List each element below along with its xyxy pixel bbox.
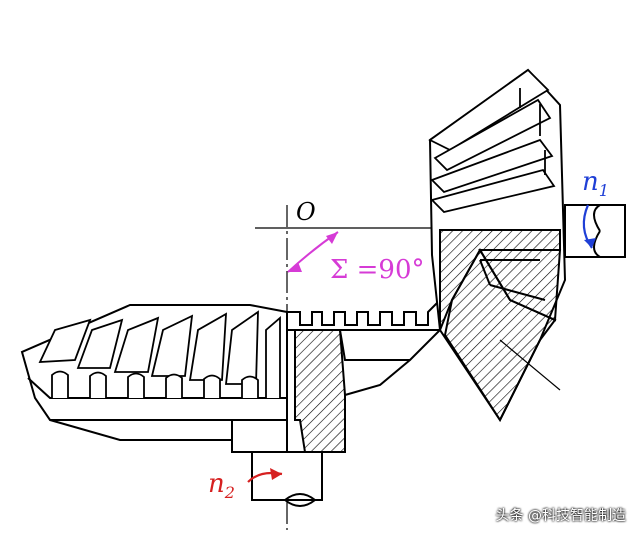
speed-n1-subscript: 1 [599,181,609,200]
origin-label: O [296,198,316,226]
pinion-gear [428,68,626,423]
speed-n2-symbol: n [208,469,225,499]
speed-n1-annotation: n1 [582,167,609,249]
shaft-angle-annotation: Σ =90° [287,231,425,285]
speed-n1-symbol: n [582,167,599,197]
svg-text:n2: n2 [208,469,235,502]
large-bevel-gear [20,299,443,507]
svg-text:O: O [296,198,316,226]
shaft-angle-label: Σ =90° [330,255,425,285]
svg-text:n1: n1 [582,167,609,200]
speed-n2-annotation: n2 [208,468,283,502]
speed-n2-subscript: 2 [224,483,235,502]
watermark-text: 头条 @科技智能制造 [495,508,626,524]
